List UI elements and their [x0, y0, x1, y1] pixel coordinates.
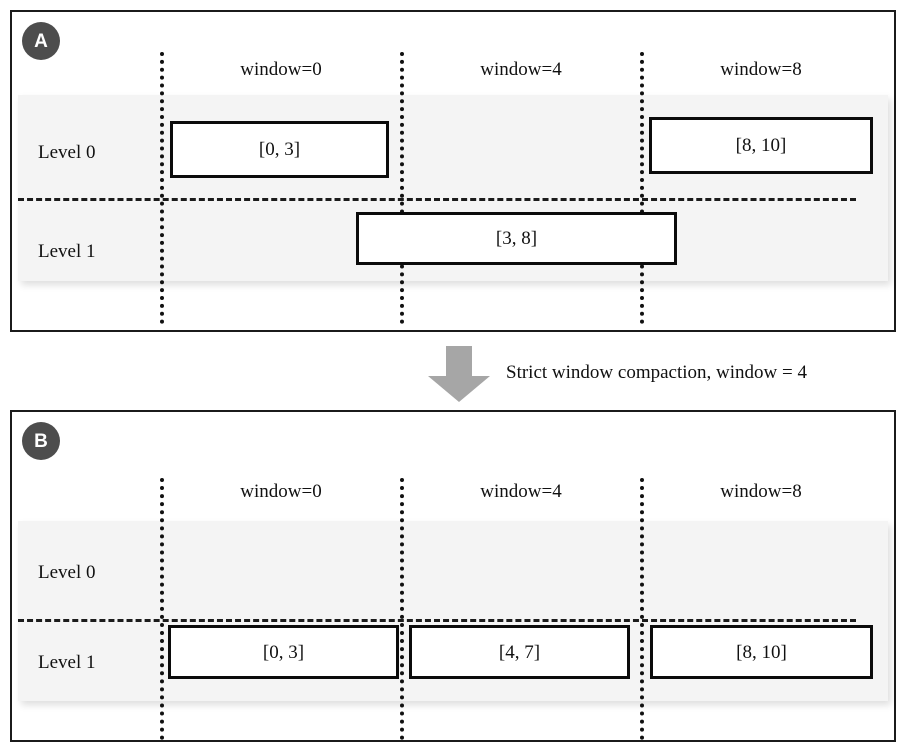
panel-a-window-separator-0	[160, 52, 164, 324]
panel-b-level1-run-0: [0, 3]	[168, 625, 399, 679]
panel-b-window-separator-2	[640, 478, 644, 740]
panel-a-window-label-2: window=8	[720, 59, 802, 80]
panel-b-window-label-0: window=0	[240, 481, 322, 502]
panel-b-level-label-0: Level 0	[38, 562, 96, 583]
panel-a-level-divider	[18, 198, 856, 201]
panel-b-window-separator-0	[160, 478, 164, 740]
panel-b-level-label-1: Level 1	[38, 652, 96, 673]
panel-b-level-divider	[18, 619, 856, 622]
panel-b-level1-run-2: [8, 10]	[650, 625, 873, 679]
panel-b-level1-run-1: [4, 7]	[409, 625, 630, 679]
panel-a-window-separator-2	[640, 52, 644, 324]
panel-a-level0-run-1: [8, 10]	[649, 117, 873, 174]
panel-b-window-separator-1	[400, 478, 404, 740]
panel-a-window-label-0: window=0	[240, 59, 322, 80]
panel-a-level-label-0: Level 0	[38, 142, 96, 163]
panel-b-window-label-1: window=4	[480, 481, 562, 502]
panel-a-badge: A	[22, 22, 60, 60]
panel-a-level1-run-0: [3, 8]	[356, 212, 677, 265]
panel-b-badge: B	[22, 422, 60, 460]
down-arrow-icon	[428, 346, 490, 402]
transition-caption: Strict window compaction, window = 4	[506, 362, 807, 383]
panel-a-level0-run-0: [0, 3]	[170, 121, 389, 178]
panel-a-level-label-1: Level 1	[38, 241, 96, 262]
panel-b-window-label-2: window=8	[720, 481, 802, 502]
panel-a-window-label-1: window=4	[480, 59, 562, 80]
panel-a-window-separator-1	[400, 52, 404, 324]
